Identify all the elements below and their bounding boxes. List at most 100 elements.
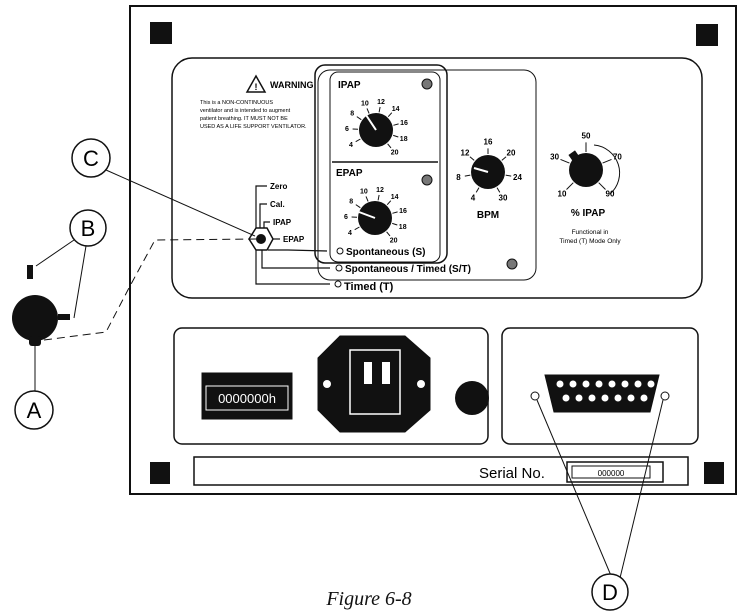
bulb-hose-dashed: [43, 238, 259, 341]
epap-knob[interactable]: [358, 201, 392, 235]
selector-position-lines: [255, 185, 330, 285]
ipap-percent-knob[interactable]: [568, 150, 603, 187]
mode-selector-knob[interactable]: [256, 234, 266, 244]
ipap-knob[interactable]: [359, 113, 393, 147]
connector-pin: [556, 380, 564, 388]
mode-spontaneous-label: Spontaneous (S): [346, 247, 425, 258]
connector-pin: [614, 394, 622, 402]
ipap-pct-scale-tick: [560, 158, 570, 164]
epap-scale-tick: [392, 222, 398, 226]
ipap-scale-16: 16: [400, 120, 408, 127]
callout-c-circle: [71, 138, 111, 178]
epap-scale-4: 4: [348, 230, 352, 237]
bpm-scale-tick: [501, 156, 507, 161]
epap-indicator-screw: [421, 174, 433, 186]
warning-triangle-icon: [245, 74, 267, 93]
callout-c-label: C: [83, 146, 99, 171]
ipap-scale-tick: [355, 138, 361, 143]
bpm-scale-8: 8: [456, 173, 461, 182]
mode-timed-label: Timed (T): [344, 281, 394, 293]
ipap-scale-tick: [356, 116, 362, 121]
callout-a-label: A: [27, 398, 42, 423]
connector-screw-right: [660, 391, 670, 401]
bpm-scale-tick: [464, 174, 471, 177]
connector-pin: [588, 394, 596, 402]
round-knob[interactable]: [455, 381, 489, 415]
ipap-percent-note-1: Functional in: [572, 229, 609, 236]
callout-b-circle: [69, 209, 107, 247]
ipap-percent-knob-label: % IPAP: [571, 208, 606, 219]
power-inlet[interactable]: [317, 335, 431, 433]
epap-scale-10: 10: [360, 189, 368, 196]
mode-dot-timed: [334, 280, 342, 288]
connector-pin: [640, 394, 648, 402]
ipap-scale-tick: [387, 112, 393, 118]
lower-left-panel: [173, 327, 489, 445]
bpm-knob-label: BPM: [477, 210, 499, 221]
epap-scale-18: 18: [399, 224, 407, 231]
warning-label: ! WARNING This is a NON-CONTINUOUS venti…: [200, 74, 314, 130]
ipap-pct-scale-tick: [598, 182, 606, 190]
serial-label: Serial No.: [479, 465, 545, 482]
ipap-scale-tick: [393, 134, 399, 138]
corner-block-tr: [696, 24, 718, 46]
epap-scale-tick: [392, 211, 398, 214]
bpm-scale-12: 12: [461, 148, 470, 157]
ipap-knob-label: IPAP: [338, 80, 361, 91]
corner-block-tl: [150, 22, 172, 44]
device-panel: [129, 5, 737, 495]
epap-scale-tick: [386, 231, 391, 237]
ipap-scale-10: 10: [361, 101, 369, 108]
ipap-scale-18: 18: [400, 136, 408, 143]
connector-pin: [621, 380, 629, 388]
ipap-scale-tick: [387, 143, 392, 149]
bpm-knob[interactable]: [471, 155, 505, 189]
bpm-scale-16: 16: [484, 138, 493, 147]
selector-position-ipap: IPAP: [273, 218, 292, 227]
ipap-pct-scale-10: 10: [558, 190, 567, 199]
pressure-plate: [314, 64, 448, 264]
epap-scale-tick: [377, 194, 380, 201]
remote-bulb[interactable]: [12, 265, 70, 346]
warning-line-1: This is a NON-CONTINUOUS: [200, 100, 273, 106]
epap-scale-tick: [355, 204, 361, 209]
serial-port-connector[interactable]: [544, 374, 660, 413]
mode-dot-spontaneous-timed: [335, 264, 343, 272]
epap-knob-label: EPAP: [336, 168, 363, 179]
callout-d-circle: [591, 573, 629, 611]
epap-scale-tick: [386, 200, 392, 206]
callout-d-leader-left: [536, 399, 613, 579]
epap-scale-8: 8: [349, 199, 353, 206]
corner-block-br: [704, 462, 724, 484]
lower-right-panel: [501, 327, 699, 445]
settings-frame: [317, 69, 537, 281]
corner-block-bl: [150, 462, 170, 484]
bpm-scale-30: 30: [499, 194, 508, 203]
callout-b-leader-1: [35, 239, 75, 267]
warning-line-3: patient breathing. IT MUST NOT BE: [200, 116, 288, 122]
callout-b-leader-2: [73, 245, 87, 319]
selector-position-zero: Zero: [270, 182, 287, 191]
ipap-pct-scale-70: 70: [613, 153, 622, 162]
ipap-epap-frame: [329, 71, 441, 263]
figure-caption: Figure 6-8: [326, 588, 412, 610]
control-panel: [171, 57, 703, 299]
bpm-scale-tick: [505, 174, 512, 177]
bpm-scale-tick: [475, 187, 480, 193]
epap-scale-12: 12: [376, 187, 384, 194]
epap-scale-tick: [354, 226, 360, 231]
ipap-pct-scale-50: 50: [582, 132, 591, 141]
ipap-pct-scale-tick: [566, 182, 574, 190]
connector-screw-left: [530, 391, 540, 401]
warning-title: WARNING: [270, 80, 314, 90]
bpm-scale-20: 20: [507, 148, 516, 157]
epap-scale-6: 6: [344, 214, 348, 221]
callout-b-label: B: [81, 216, 96, 241]
bpm-scale-24: 24: [513, 173, 522, 182]
connector-pin: [562, 394, 570, 402]
callout-c-leader: [105, 169, 256, 237]
